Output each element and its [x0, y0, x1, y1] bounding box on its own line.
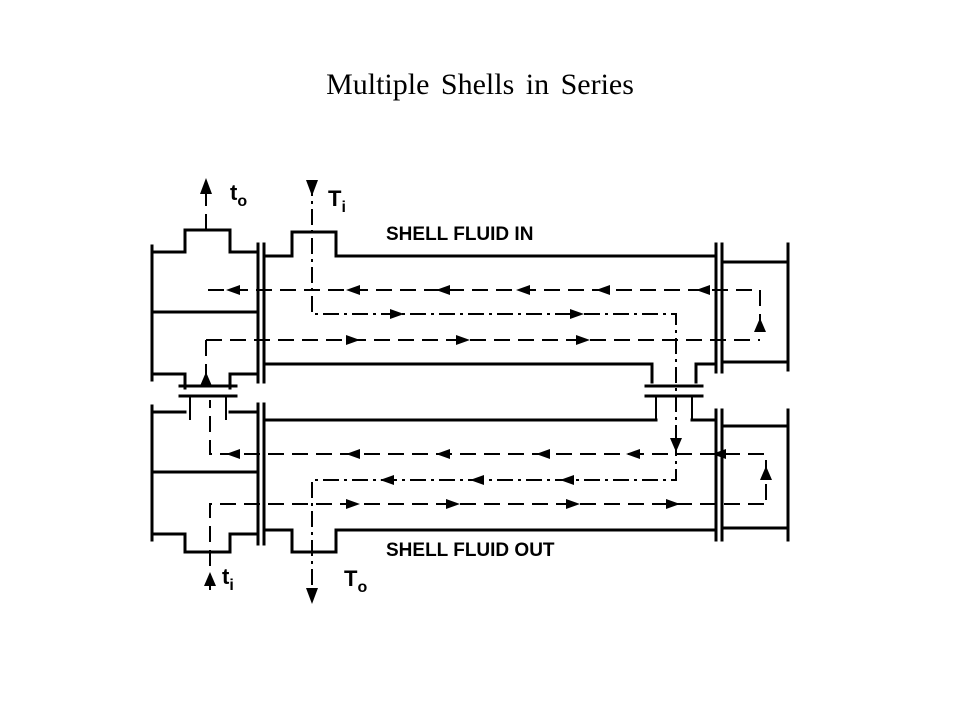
flow-arrows [200, 178, 772, 604]
upper-shell-top [262, 230, 718, 258]
lower-left-head [150, 404, 260, 554]
upper-shell-bottom [262, 362, 718, 384]
tube-flow-upper-return [206, 289, 761, 330]
shell-out-temp-label: To [344, 566, 367, 596]
tube-out-label: to [230, 180, 247, 210]
tube-flow-lower-return [209, 400, 767, 500]
lower-right-head [720, 408, 790, 542]
shell-fluid-out-label: SHELL FLUID OUT [386, 540, 555, 561]
shell-flow-lower [311, 440, 677, 600]
shell-flow-upper [311, 180, 677, 450]
slide-title: Multiple Shells in Series [326, 68, 634, 101]
upper-right-head [720, 242, 790, 372]
shell-fluid-in-label: SHELL FLUID IN [386, 224, 533, 245]
shell-in-temp-label: Ti [328, 186, 346, 216]
upper-shell [150, 228, 790, 390]
lower-shell [150, 402, 790, 554]
tube-in-label: ti [222, 564, 234, 594]
upper-left-head [150, 228, 260, 390]
lower-shell-bottom [262, 528, 718, 554]
tube-flow-lower-in [209, 503, 766, 590]
